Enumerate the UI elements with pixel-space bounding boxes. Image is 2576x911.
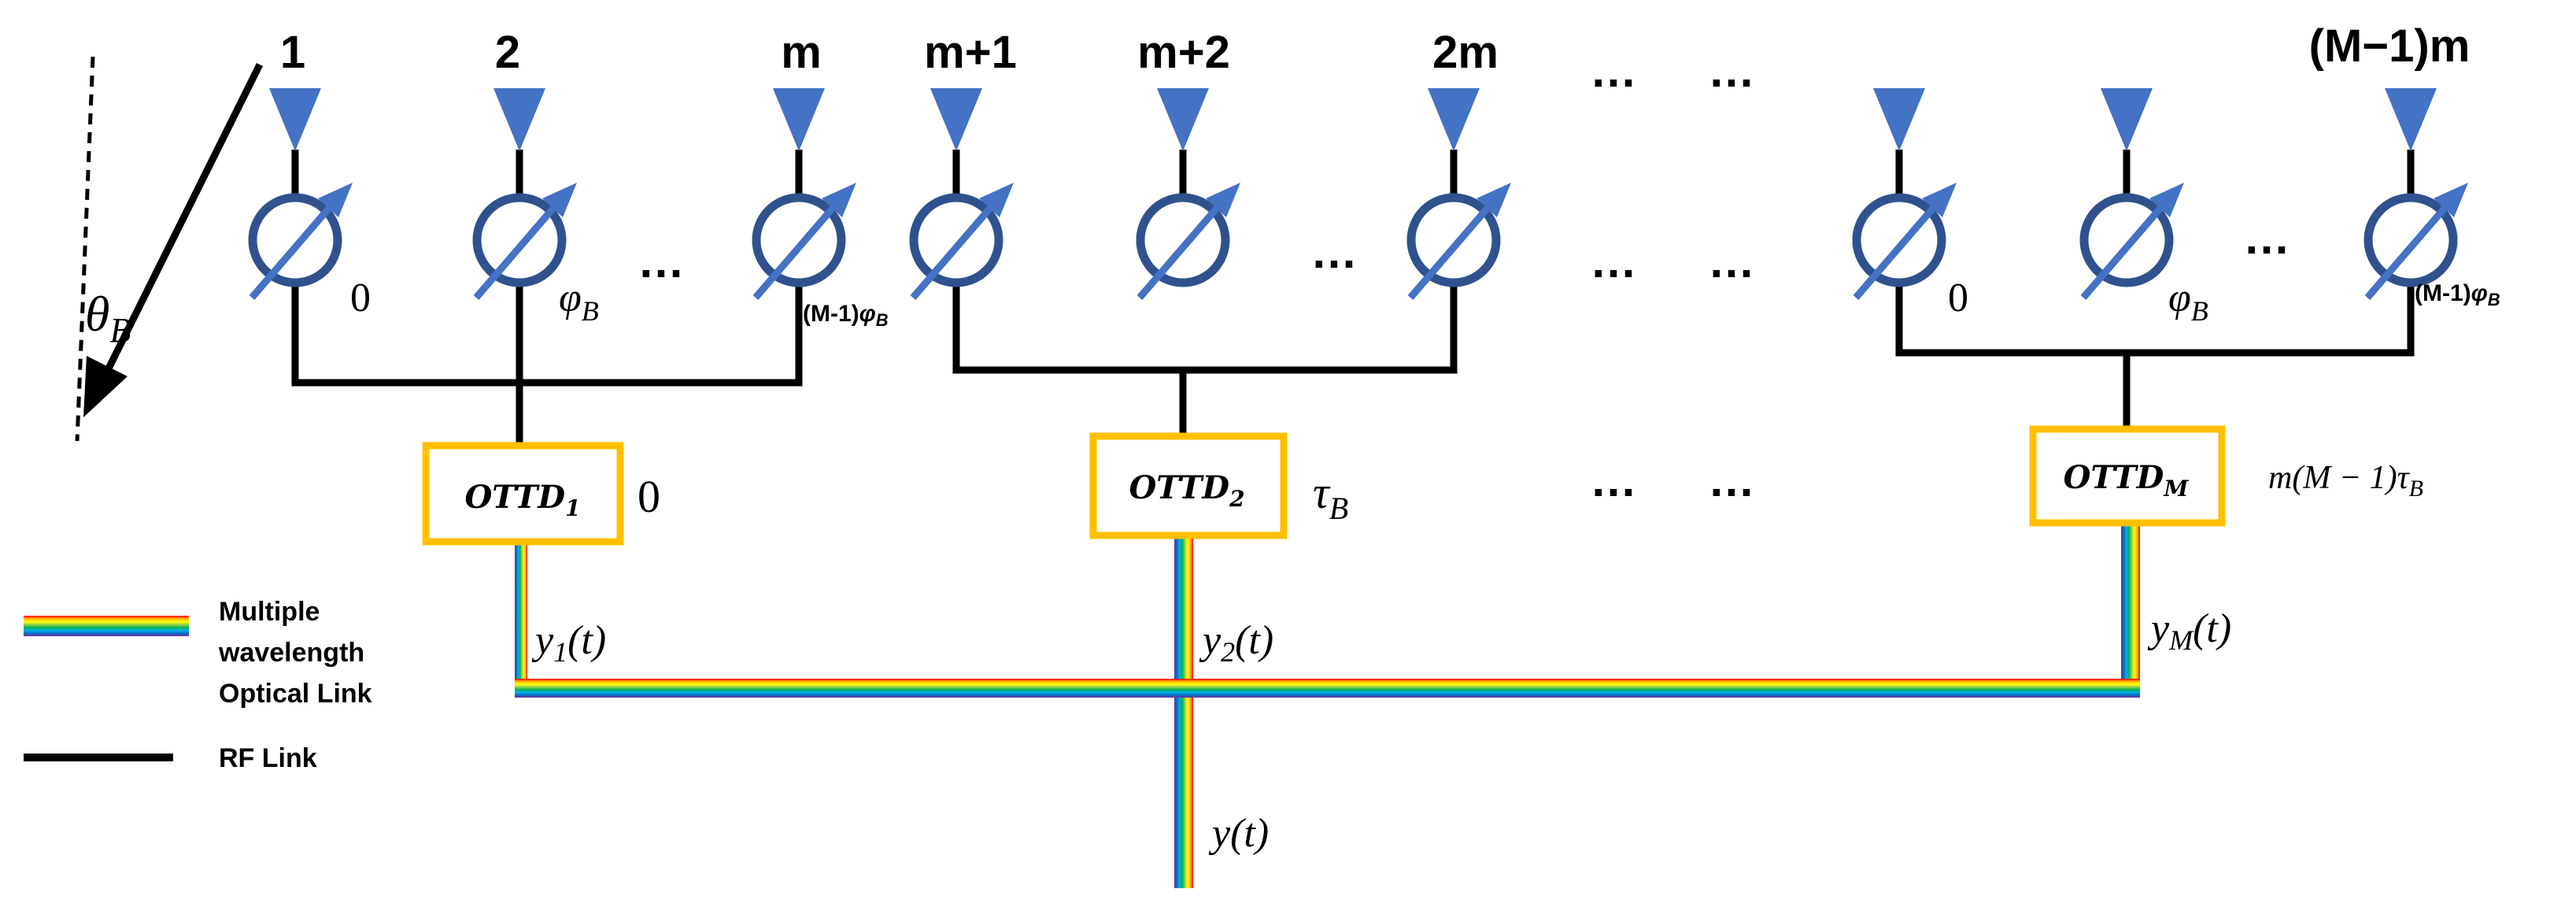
phase-label-zero-1: 0	[350, 276, 371, 320]
delay-label-1: 0	[638, 471, 660, 522]
antenna-label-m-plus-2: m+2	[1137, 27, 1230, 78]
ellipsis-row-4: …	[1708, 235, 1755, 287]
phase-labels: 0 φB (M-1)φB 0 φB (M-1)φB	[350, 276, 2500, 330]
antenna-m-plus-2	[1157, 88, 1209, 151]
antenna-group-m-1	[1873, 88, 1925, 151]
phase-shifter-icon	[1406, 183, 1511, 300]
svg-text:OTTD1: OTTD1	[464, 479, 580, 521]
phase-shifters	[248, 183, 2468, 300]
optical-links	[515, 523, 2140, 888]
legend-optical-line-1: Multiple	[219, 597, 320, 627]
ottd-1-subscript: 1	[565, 495, 580, 521]
legend: Multiple wavelength Optical Link RF Link	[24, 597, 372, 773]
delay-label-m: m(M − 1)τB	[2268, 460, 2423, 502]
ellipsis-top-2: …	[1708, 44, 1755, 97]
antenna-m-plus-1	[930, 88, 982, 151]
antenna-label-last: (M−1)m	[2309, 20, 2471, 72]
antenna-label-2m: 2m	[1432, 27, 1499, 78]
ottd-1-label: OTTD	[464, 479, 565, 516]
phase-shifter-icon	[248, 183, 353, 300]
phase-shifter-icon	[2363, 183, 2468, 300]
legend-optical-line-2: wavelength	[218, 638, 364, 668]
beam-direction-line	[100, 62, 264, 380]
ottd-2-subscript: 2	[1229, 486, 1244, 512]
legend-optical-swatch	[24, 616, 189, 636]
phase-label-zero-m: 0	[1948, 276, 1968, 320]
antenna-label-2: 2	[495, 27, 520, 78]
antenna-array	[269, 88, 2437, 151]
boresight-dashed-line	[75, 56, 95, 442]
antenna-group-m-2	[2101, 88, 2153, 151]
phase-label-mphi-m: (M-1)φB	[2415, 280, 2500, 309]
ellipsis-row-1: …	[638, 235, 685, 287]
phase-shifter-icon	[2079, 183, 2184, 300]
phase-shifter-icon	[472, 183, 577, 300]
ellipsis-top-1: …	[1590, 44, 1637, 97]
phase-label-phi-m: φB	[2168, 276, 2208, 327]
antenna-2m	[1428, 88, 1480, 151]
legend-optical-line-3: Optical Link	[219, 679, 372, 709]
ottd-1-box: OTTD1	[422, 442, 624, 546]
antenna-last	[2385, 88, 2437, 151]
phase-label-phi-1: φB	[559, 276, 599, 327]
ottd-m-box: OTTDM	[2029, 425, 2226, 527]
antenna-labels: 1 2 m m+1 m+2 2m (M−1)m	[280, 20, 2470, 78]
antenna-2	[493, 88, 545, 151]
antenna-label-1: 1	[280, 27, 305, 78]
beam-arrow-icon	[83, 356, 128, 417]
signal-ym: yM(t)	[2147, 606, 2231, 656]
ellipsis-row-3: …	[1590, 235, 1637, 287]
ellipses: … … … … … … … … …	[638, 44, 2290, 506]
antenna-m	[773, 88, 825, 151]
phase-shifter-icon	[752, 183, 856, 300]
ellipsis-ottd-1: …	[1590, 454, 1637, 506]
signal-y2: y2(t)	[1199, 618, 1273, 668]
antenna-1	[269, 88, 321, 151]
antenna-label-m-plus-1: m+1	[924, 27, 1017, 78]
svg-text:OTTDM: OTTDM	[2064, 459, 2190, 502]
beam-angle: θB	[75, 56, 264, 442]
signal-y-total: y(t)	[1208, 811, 1269, 856]
angle-label: θB	[85, 286, 131, 350]
phase-shifter-icon	[909, 183, 1014, 300]
delay-label-2: τB	[1313, 467, 1348, 526]
svg-text:OTTD2: OTTD2	[1129, 469, 1244, 512]
phase-shifter-icon	[1852, 183, 1957, 300]
ellipsis-row-5: …	[2243, 211, 2290, 264]
rf-wiring	[291, 150, 2415, 443]
phase-label-mphi-1: (M-1)φB	[803, 301, 889, 330]
ellipsis-row-2: …	[1310, 225, 1358, 278]
signal-y1: y1(t)	[531, 618, 606, 668]
ottd-2-box: OTTD2	[1089, 432, 1288, 539]
ottd-m-label: OTTD	[2064, 459, 2164, 496]
ottd-2-label: OTTD	[1129, 469, 1229, 506]
ottd-m-subscript: M	[2163, 476, 2189, 502]
signal-labels: y1(t) y2(t) yM(t) y(t)	[531, 606, 2231, 856]
legend-rf-label: RF Link	[219, 743, 317, 773]
phase-shifter-icon	[1136, 183, 1240, 300]
antenna-label-m: m	[781, 27, 822, 78]
ellipsis-ottd-2: …	[1708, 454, 1755, 506]
delay-labels: 0 τB m(M − 1)τB	[638, 460, 2423, 526]
